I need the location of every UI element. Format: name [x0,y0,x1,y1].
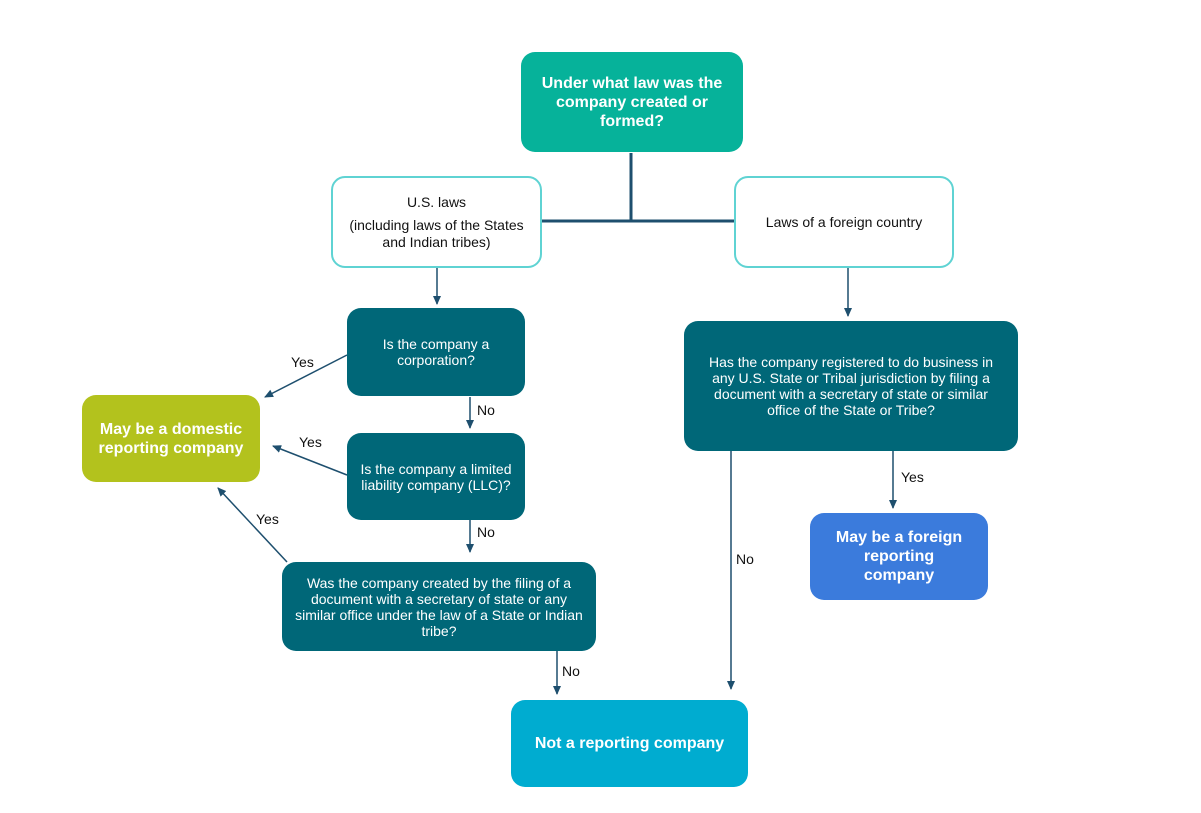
domestic-outcome-node: May be a domestic reporting company [82,395,260,482]
foreign-laws-text: Laws of a foreign country [765,213,923,230]
corporation-question-text: Is the company a corporation? [382,336,490,368]
registered-no-label: No [736,551,754,567]
llc-no-label: No [477,524,495,540]
foreign-outcome-text: May be a foreign reporting company [835,529,963,584]
us-laws-title: U.S. laws [406,193,467,210]
foreign-outcome-node: May be a foreign reporting company [810,513,988,600]
arrow-corp-yes [264,354,348,398]
llc-question-node: Is the company a limited liability compa… [347,433,525,520]
filing-no-label: No [562,663,580,679]
domestic-outcome-text: May be a domestic reporting company [98,420,244,457]
llc-question-text: Is the company a limited liability compa… [360,460,512,493]
registered-question-text: Has the company registered to do busines… [708,354,994,418]
filing-question-text: Was the company created by the filing of… [295,574,583,639]
corporation-yes-label: Yes [291,354,314,370]
filing-yes-label: Yes [256,511,279,527]
not-reporting-outcome-node: Not a reporting company [511,700,748,787]
corporation-no-label: No [477,402,495,418]
llc-yes-label: Yes [299,434,322,450]
start-node: Under what law was the company created o… [521,52,743,152]
foreign-laws-node: Laws of a foreign country [734,176,954,268]
corporation-question-node: Is the company a corporation? [347,308,525,396]
arrow-llc-yes [272,445,348,476]
registered-yes-label: Yes [901,469,924,485]
us-laws-node: U.S. laws (including laws of the States … [331,176,542,268]
filing-question-node: Was the company created by the filing of… [282,562,596,651]
us-laws-detail: (including laws of the States and Indian… [349,216,524,250]
registered-question-node: Has the company registered to do busines… [684,321,1018,451]
arrow-filing-yes [217,487,288,563]
start-node-text: Under what law was the company created o… [541,74,723,130]
not-reporting-outcome-text: Not a reporting company [534,735,725,752]
